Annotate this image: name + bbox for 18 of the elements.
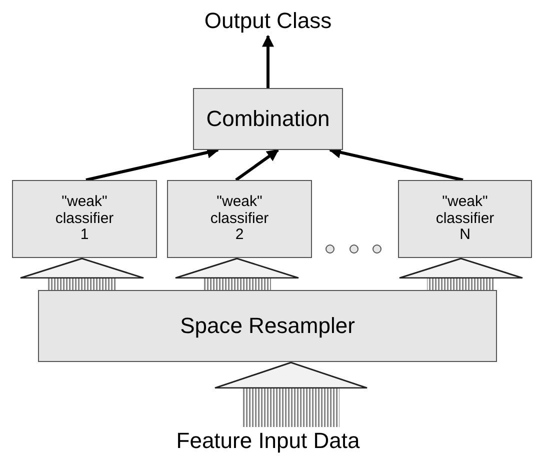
process-box xyxy=(38,290,497,362)
box-label: "weak" classifier 1 xyxy=(54,194,115,244)
process-box xyxy=(193,88,343,150)
box-label: "weak" classifier N xyxy=(434,194,496,244)
box-label: "weak" classifier 2 xyxy=(209,194,270,244)
hatched-arrow xyxy=(214,362,368,427)
input-label: Feature Input Data xyxy=(160,427,376,455)
hatched-arrow xyxy=(398,258,524,290)
output-label: Output Class xyxy=(185,6,351,36)
classifier-box xyxy=(167,180,312,258)
box-label: Space Resampler xyxy=(180,314,355,338)
arrow xyxy=(235,148,279,182)
arrow xyxy=(262,34,274,88)
classifier-box xyxy=(398,180,532,258)
hatched-arrow xyxy=(20,258,144,290)
classifier-box xyxy=(12,180,157,258)
hatched-arrow xyxy=(174,258,300,290)
box-label: Combination xyxy=(206,106,330,132)
